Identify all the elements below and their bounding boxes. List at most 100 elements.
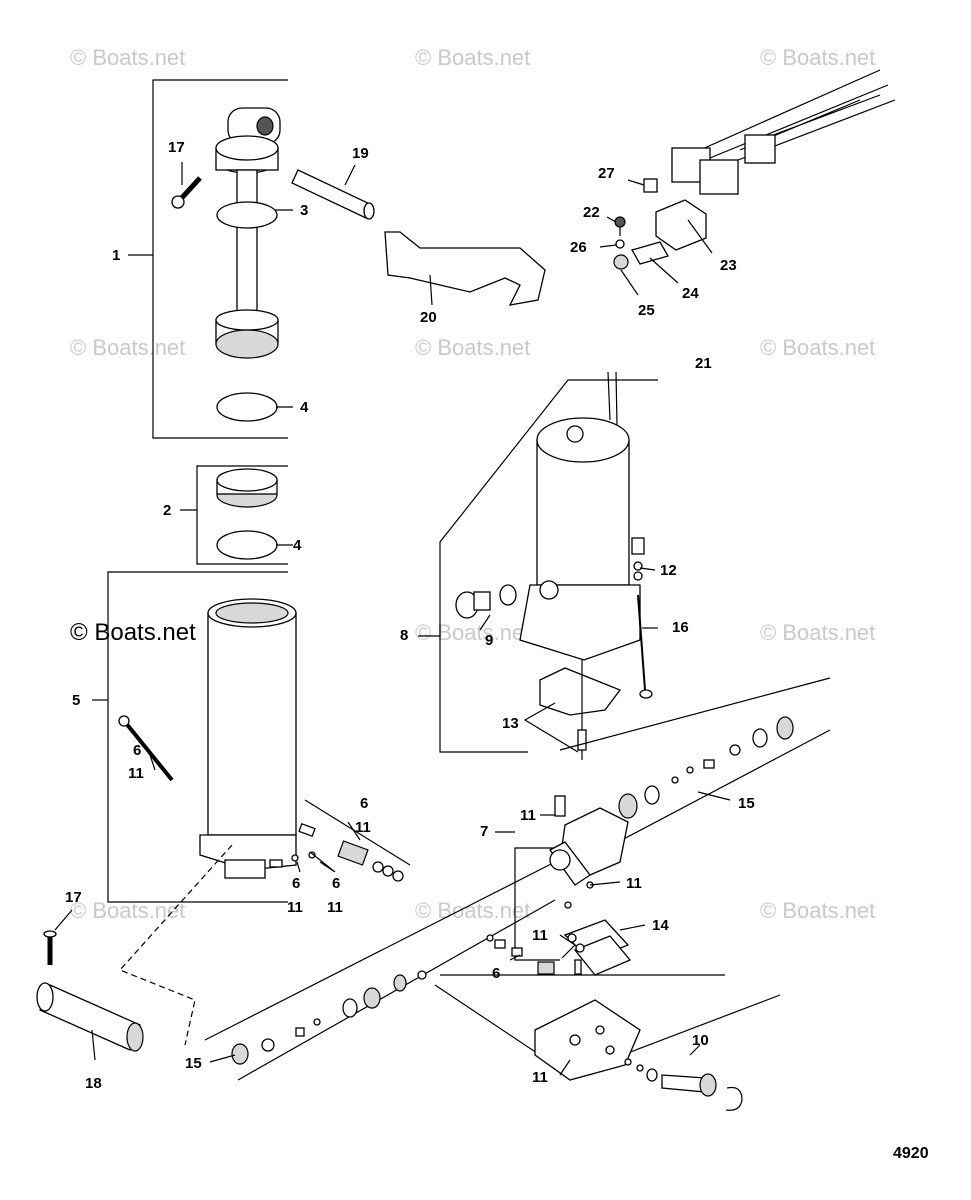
valve-parts-15-left	[231, 970, 427, 1065]
valve-strip-15-left	[204, 861, 556, 1081]
callout-labels: 1 2 3 4 4 5 6 11 6 11 6 11 6 11 17 19 20…	[65, 139, 755, 1092]
callout-15: 15	[185, 1055, 202, 1072]
screw-12	[631, 537, 645, 581]
callout-12: 12	[660, 562, 677, 579]
callout-21: 21	[695, 355, 712, 372]
watermark: © Boats.net	[415, 335, 530, 360]
callout-23: 23	[720, 257, 737, 274]
callout-11: 11	[626, 875, 642, 892]
callout-6: 6	[360, 795, 368, 812]
watermark: © Boats.net	[70, 619, 196, 646]
group-bracket-5	[107, 571, 288, 903]
watermark: © Boats.net	[760, 620, 875, 645]
callout-11: 11	[287, 899, 303, 916]
label-27-box	[643, 178, 658, 193]
leader-lines	[54, 162, 731, 1076]
pin-18	[36, 982, 144, 1052]
fill-plug-9	[455, 584, 517, 619]
relay-harness	[671, 69, 896, 195]
callout-17: 17	[168, 139, 185, 156]
callout-3: 3	[300, 202, 308, 219]
callout-2: 2	[163, 502, 171, 519]
ground-wire-16	[637, 594, 653, 699]
valve-strip-15-right-top	[559, 677, 831, 751]
callout-6: 6	[492, 965, 500, 982]
callout-11: 11	[532, 1069, 548, 1086]
watermark: © Boats.net	[415, 898, 530, 923]
watermark: © Boats.net	[760, 898, 875, 923]
pump-motor-21	[519, 371, 641, 661]
watermark: © Boats.net	[415, 620, 530, 645]
bracket-20	[384, 231, 546, 306]
callout-16: 16	[672, 619, 689, 636]
callout-6: 6	[133, 742, 141, 759]
grommet-25	[613, 254, 629, 270]
callout-24: 24	[682, 285, 699, 302]
callout-15: 15	[738, 795, 755, 812]
callout-13: 13	[502, 715, 519, 732]
group-bracket-7	[514, 847, 560, 961]
callout-11: 11	[128, 765, 144, 782]
callout-9: 9	[485, 632, 493, 649]
pin-19	[291, 169, 375, 220]
trim-cylinder-rod	[215, 107, 281, 359]
callout-5: 5	[72, 692, 80, 709]
o-ring-4-bottom	[216, 530, 278, 560]
callout-6: 6	[332, 875, 340, 892]
watermark-layer: © Boats.net © Boats.net © Boats.net © Bo…	[70, 45, 875, 923]
callout-27: 27	[598, 165, 615, 182]
pin-17-bottom	[43, 930, 57, 965]
piston-2	[216, 468, 278, 508]
base-plate-11	[534, 999, 641, 1081]
callout-14: 14	[652, 917, 669, 934]
seal-13	[539, 667, 622, 716]
bolt-6-11-left	[118, 715, 174, 782]
callout-20: 20	[420, 309, 437, 326]
callout-22: 22	[583, 204, 600, 221]
group-bracket-1	[152, 79, 288, 439]
callout-17: 17	[65, 889, 82, 906]
washer-26	[615, 239, 625, 249]
cylinder-body-5	[199, 598, 297, 879]
callout-6: 6	[292, 875, 300, 892]
watermark: © Boats.net	[760, 45, 875, 70]
dashed-leader	[118, 844, 233, 1046]
callout-11: 11	[327, 899, 343, 916]
manifold-7	[549, 795, 629, 886]
valve-parts-6-lower	[486, 934, 582, 975]
callout-11: 11	[355, 819, 371, 836]
callout-7: 7	[480, 823, 488, 840]
manual-release-valve-10	[624, 1058, 743, 1111]
callout-4: 4	[300, 399, 309, 416]
figure-number: 4920	[893, 1145, 929, 1162]
valve-axis-line	[304, 799, 411, 866]
dowel-pin	[577, 729, 587, 751]
check-valve-parts	[269, 823, 404, 882]
relay-23	[655, 199, 707, 251]
callout-11: 11	[520, 807, 536, 824]
callout-25: 25	[638, 302, 655, 319]
watermark: © Boats.net	[70, 45, 185, 70]
o-ring-4-top	[216, 392, 278, 422]
screw-22	[614, 216, 626, 236]
group-bracket-2	[196, 465, 288, 565]
pin-17-top	[171, 176, 202, 209]
bracket-24	[631, 241, 669, 265]
callout-19: 19	[352, 145, 369, 162]
callout-10: 10	[692, 1032, 709, 1049]
watermark: © Boats.net	[760, 335, 875, 360]
callout-4: 4	[293, 537, 302, 554]
group-bracket-8	[439, 379, 658, 753]
valve-strip-15-right-bottom	[617, 729, 831, 843]
gasket-14	[563, 881, 632, 976]
valve-parts-15-right	[618, 716, 794, 819]
watermark: © Boats.net	[70, 335, 185, 360]
callout-8: 8	[400, 627, 408, 644]
callout-18: 18	[85, 1075, 102, 1092]
callout-26: 26	[570, 239, 587, 256]
o-ring-3	[216, 201, 278, 229]
watermark: © Boats.net	[415, 45, 530, 70]
callout-11: 11	[532, 927, 548, 944]
callout-1: 1	[112, 247, 120, 264]
